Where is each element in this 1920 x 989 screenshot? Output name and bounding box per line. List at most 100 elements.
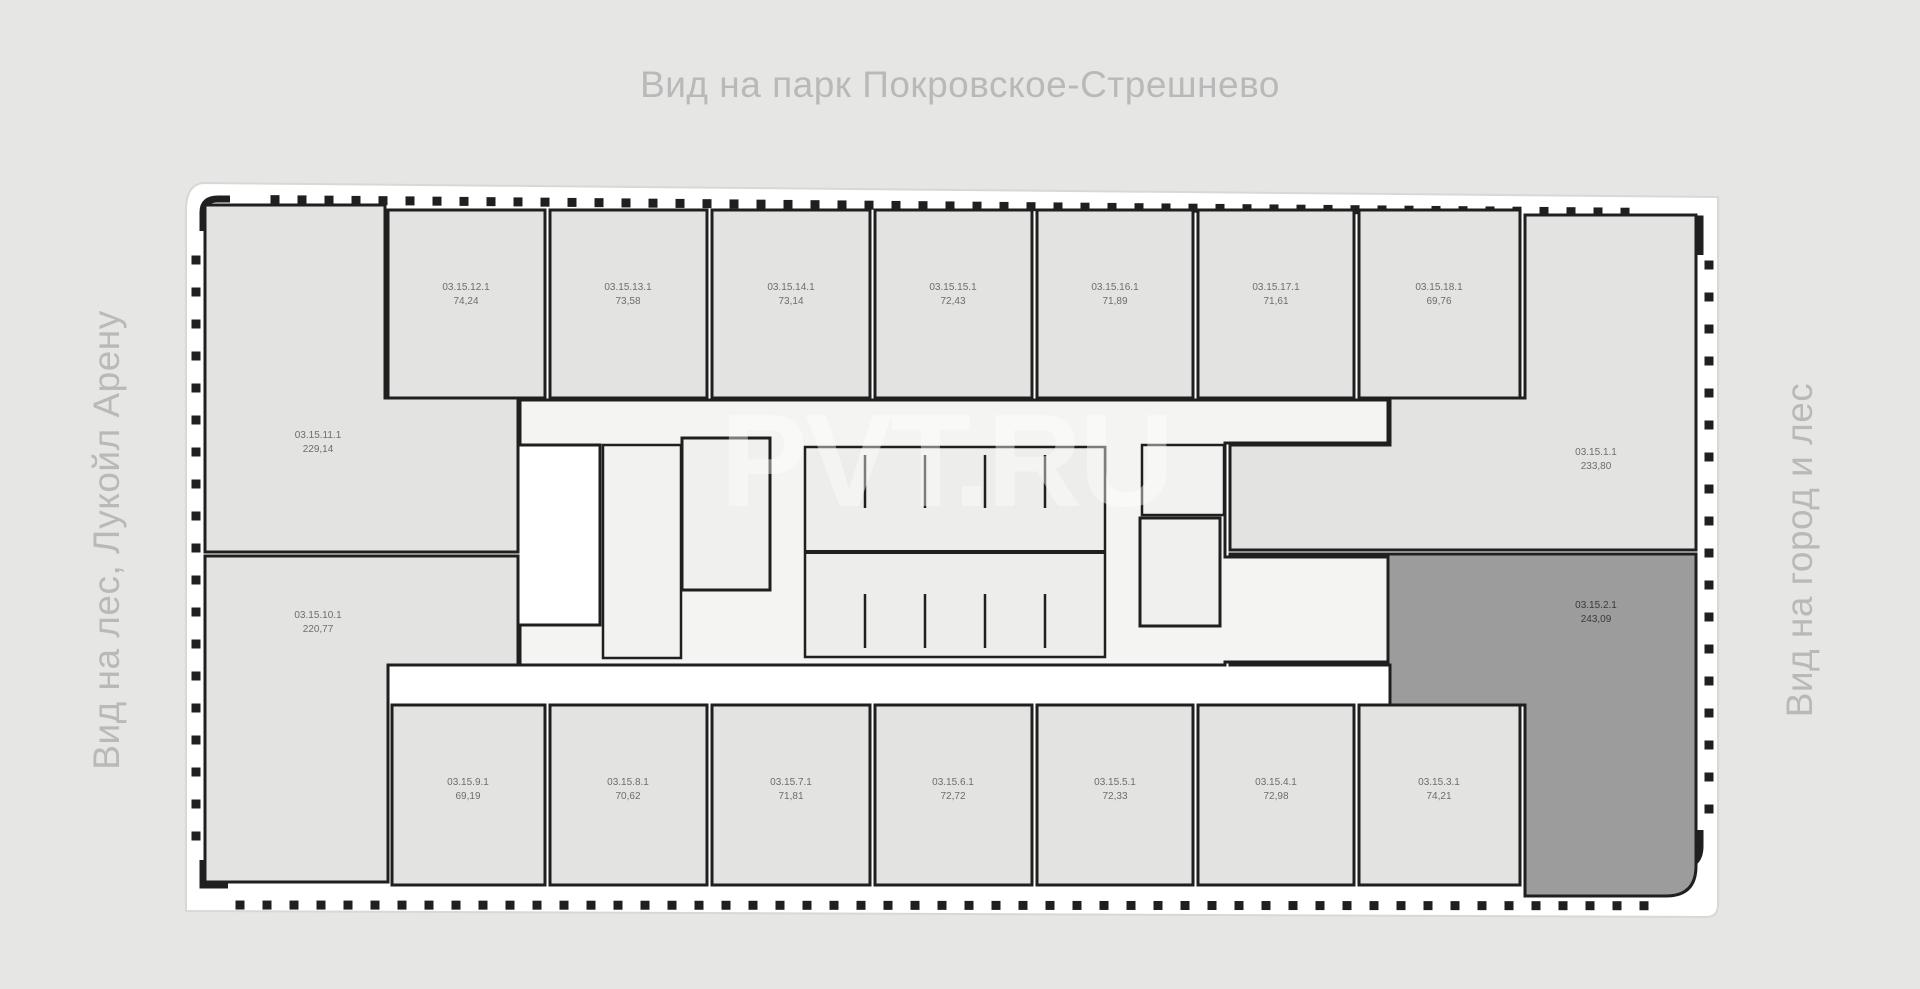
window-mullion	[748, 900, 758, 910]
window-mullion	[891, 200, 901, 210]
window-mullion	[1704, 740, 1714, 750]
unit-number-label: 03.15.3.1	[1418, 777, 1460, 788]
window-mullion	[191, 639, 201, 649]
window-mullion	[1396, 901, 1406, 911]
window-mullion	[559, 900, 569, 910]
window-mullion	[667, 900, 677, 910]
window-mullion	[1080, 202, 1090, 212]
unit-03-15-5-1[interactable]	[1035, 703, 1195, 887]
unit-03-15-4-1[interactable]	[1196, 703, 1356, 887]
window-mullion	[1593, 207, 1603, 217]
window-mullion	[1704, 580, 1714, 590]
stair-right	[1138, 516, 1222, 628]
watermark: PVT.RU	[720, 387, 1174, 534]
unit-03-15-6-1[interactable]	[873, 703, 1034, 887]
unit-area-label: 70,62	[615, 791, 640, 802]
window-mullion	[191, 831, 201, 841]
unit-03-15-11-1[interactable]	[203, 203, 520, 554]
window-mullion	[1072, 900, 1082, 910]
window-mullion	[532, 900, 542, 910]
window-mullion	[594, 198, 604, 208]
unit-03-15-13-1[interactable]	[548, 208, 709, 400]
unit-03-15-15-1[interactable]	[873, 208, 1034, 400]
unit-03-15-16-1[interactable]	[1035, 208, 1195, 400]
window-mullion	[289, 900, 299, 910]
window-mullion	[1161, 203, 1171, 213]
window-mullion	[1704, 420, 1714, 430]
window-mullion	[999, 201, 1009, 211]
window-mullion	[856, 900, 866, 910]
unit-number-label: 03.15.17.1	[1252, 282, 1300, 293]
unit-03-15-14-1[interactable]	[710, 208, 872, 400]
service-right	[1140, 443, 1226, 517]
window-mullion	[1134, 203, 1144, 213]
window-mullion	[1704, 772, 1714, 782]
window-mullion	[1704, 612, 1714, 622]
window-mullion	[1704, 548, 1714, 558]
unit-03-15-7-1[interactable]	[710, 703, 872, 887]
window-mullion	[191, 383, 201, 393]
window-mullion	[191, 575, 201, 585]
window-mullion	[191, 255, 201, 265]
unit-number-label: 03.15.18.1	[1415, 282, 1463, 293]
window-mullion	[1539, 206, 1549, 216]
window-mullion	[1045, 900, 1055, 910]
unit-03-15-9-1[interactable]	[390, 703, 547, 887]
window-mullion	[729, 199, 739, 209]
unit-03-15-1-1[interactable]	[1228, 213, 1698, 552]
window-mullion	[1704, 708, 1714, 718]
elevator-dividers	[863, 455, 1047, 648]
window-mullion	[1704, 356, 1714, 366]
window-mullion	[621, 198, 631, 208]
window-mullion	[262, 900, 272, 910]
window-mullion	[324, 195, 334, 205]
window-mullion	[1315, 901, 1325, 911]
window-mullion	[1180, 900, 1190, 910]
unit-number-label: 03.15.11.1	[295, 430, 342, 441]
window-mullion	[1704, 804, 1714, 814]
window-mullion	[1053, 202, 1063, 212]
window-mullion	[459, 196, 469, 206]
window-mullion	[829, 900, 839, 910]
window-mullion	[1423, 901, 1433, 911]
window-mullion	[378, 196, 388, 206]
unit-area-label: 72,43	[940, 296, 965, 307]
window-mullion	[937, 900, 947, 910]
window-mullion	[191, 511, 201, 521]
window-mullion	[1234, 901, 1244, 911]
unit-area-label: 69,76	[1426, 296, 1451, 307]
unit-03-15-8-1[interactable]	[548, 703, 709, 887]
window-mullion	[1531, 901, 1541, 911]
window-mullion	[191, 287, 201, 297]
core	[518, 398, 1390, 667]
window-mullion	[640, 900, 650, 910]
window-mullion	[1099, 900, 1109, 910]
window-mullion	[1288, 901, 1298, 911]
unit-03-15-12-1[interactable]	[386, 208, 547, 400]
window-mullion	[1704, 484, 1714, 494]
unit-area-label: 71,89	[1102, 296, 1127, 307]
window-mullion	[1704, 452, 1714, 462]
window-mullion	[1153, 900, 1163, 910]
unit-03-15-10-1[interactable]	[203, 554, 520, 884]
window-mullion	[1261, 901, 1271, 911]
window-mullion	[1704, 260, 1714, 270]
window-mullion	[1018, 900, 1028, 910]
window-mullion	[191, 735, 201, 745]
window-mullion	[1188, 203, 1198, 213]
window-mullion	[1620, 207, 1630, 217]
window-mullion	[370, 900, 380, 910]
window-mullion	[540, 197, 550, 207]
unit-number-label: 03.15.5.1	[1094, 777, 1136, 788]
stair-left	[680, 436, 772, 592]
unit-03-15-17-1[interactable]	[1196, 208, 1356, 400]
window-mullion	[810, 200, 820, 210]
unit-area-label: 72,72	[940, 791, 965, 802]
window-mullion	[972, 201, 982, 211]
window-mullion	[397, 900, 407, 910]
window-mullion	[883, 900, 893, 910]
window-mullion	[775, 900, 785, 910]
window-mullion	[351, 195, 361, 205]
unit-03-15-3-1[interactable]	[1357, 703, 1522, 887]
